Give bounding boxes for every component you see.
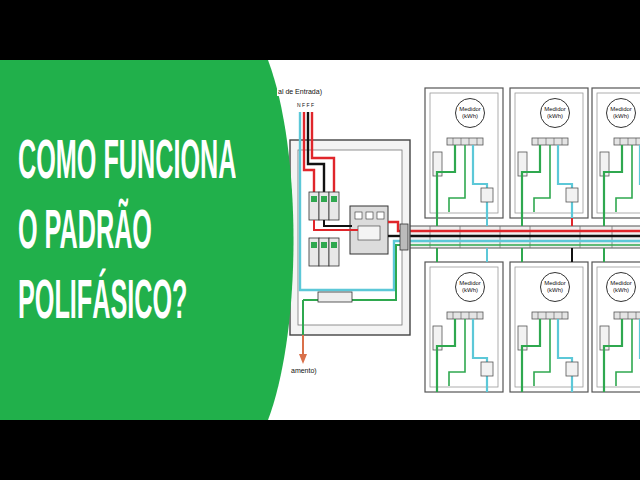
meter-label: Medidor (kWh) bbox=[609, 106, 633, 120]
meter-dial: Medidor (kWh) bbox=[540, 98, 570, 128]
meter-label: Medidor (kWh) bbox=[609, 280, 633, 294]
frame-ground bbox=[0, 60, 640, 420]
meter-dial: Medidor (kWh) bbox=[606, 98, 636, 128]
meter-label: Medidor (kWh) bbox=[458, 280, 482, 294]
diagram-note: amento) bbox=[290, 367, 318, 375]
branch-wires bbox=[437, 218, 604, 262]
meter-box bbox=[510, 262, 588, 392]
meter-label: Medidor (kWh) bbox=[543, 106, 567, 120]
meter-dial: Medidor (kWh) bbox=[455, 272, 485, 302]
meter-box bbox=[425, 262, 503, 392]
diagram-note: N F F F bbox=[296, 102, 315, 108]
green-banner bbox=[0, 60, 294, 420]
meter-dial: Medidor (kWh) bbox=[540, 272, 570, 302]
bus-bar bbox=[402, 226, 640, 248]
meter-label: Medidor (kWh) bbox=[543, 280, 567, 294]
meter-box bbox=[592, 88, 640, 218]
ground-rod bbox=[299, 335, 307, 364]
diagram-note: al de Entrada) bbox=[277, 88, 323, 96]
thumbnail-title: COMO FUNCIONA O PADRÃO POLIFÁSICO? bbox=[18, 124, 252, 334]
meter-box bbox=[592, 262, 640, 392]
meter-dial: Medidor (kWh) bbox=[606, 272, 636, 302]
meter-box bbox=[425, 88, 503, 218]
meter-dial: Medidor (kWh) bbox=[455, 98, 485, 128]
meter-box bbox=[510, 88, 588, 218]
meter-label: Medidor (kWh) bbox=[458, 106, 482, 120]
input-panel bbox=[290, 112, 410, 335]
